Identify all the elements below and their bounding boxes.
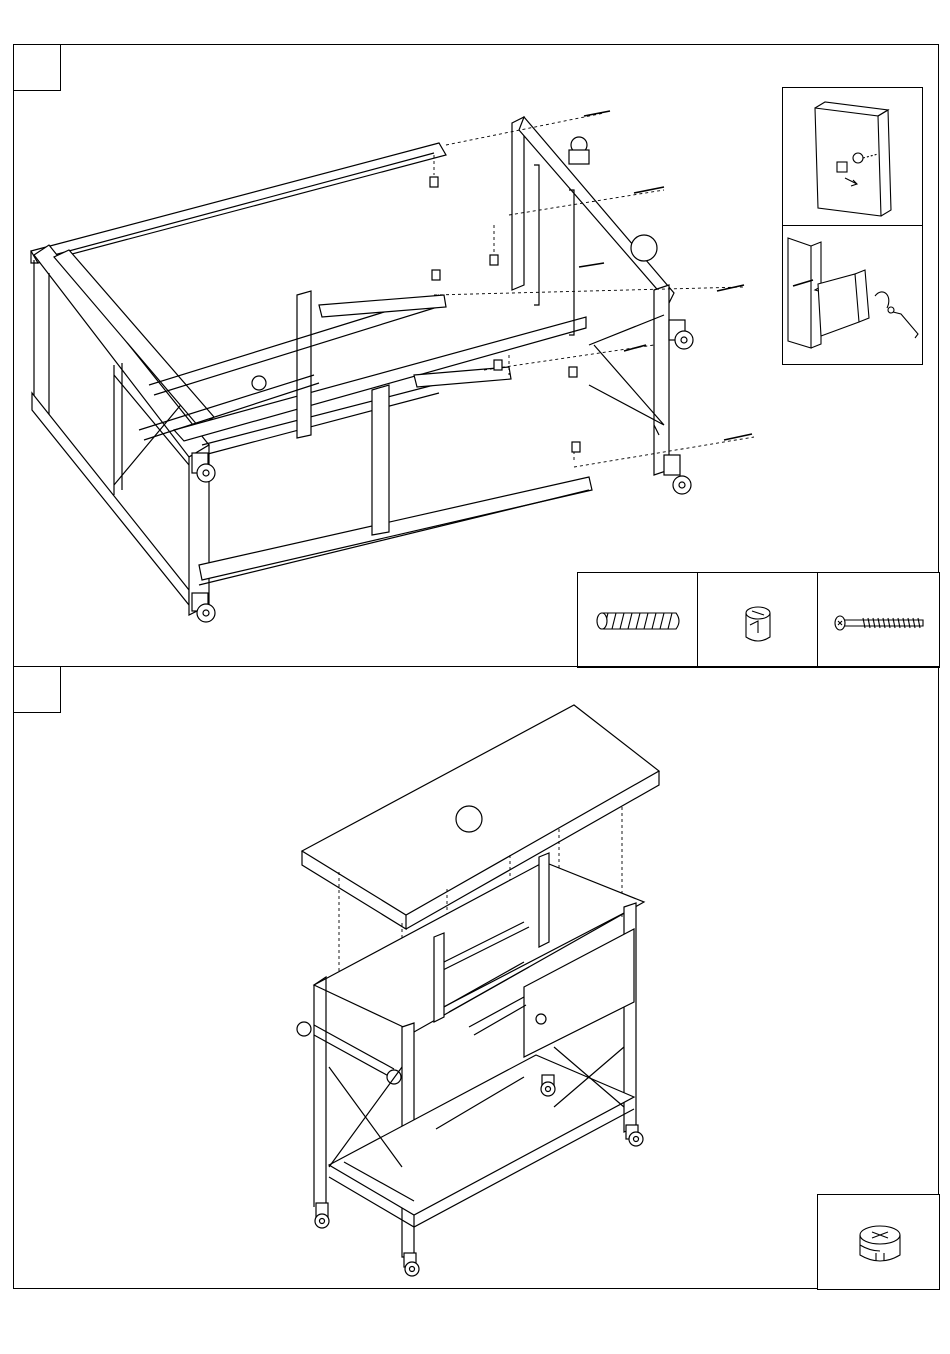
cam-lock-fitting-icon — [818, 1195, 941, 1291]
wood-dowel-icon — [578, 573, 699, 669]
connector-bolt-icon — [818, 573, 941, 669]
wood-dowel-cell — [577, 572, 698, 668]
cam-lock-detail-inset — [782, 87, 923, 226]
step-2-top-attachment-drawing — [14, 667, 940, 1290]
step-2-panel — [13, 666, 939, 1289]
step-1-panel — [13, 44, 939, 667]
cam-barrel-nut-cell — [697, 572, 818, 668]
cam-barrel-nut-icon — [698, 573, 819, 669]
cam-lock-fitting-cell — [817, 1194, 940, 1290]
bolt-and-allen-key-detail-inset — [782, 225, 923, 365]
connector-bolt-cell — [817, 572, 940, 668]
